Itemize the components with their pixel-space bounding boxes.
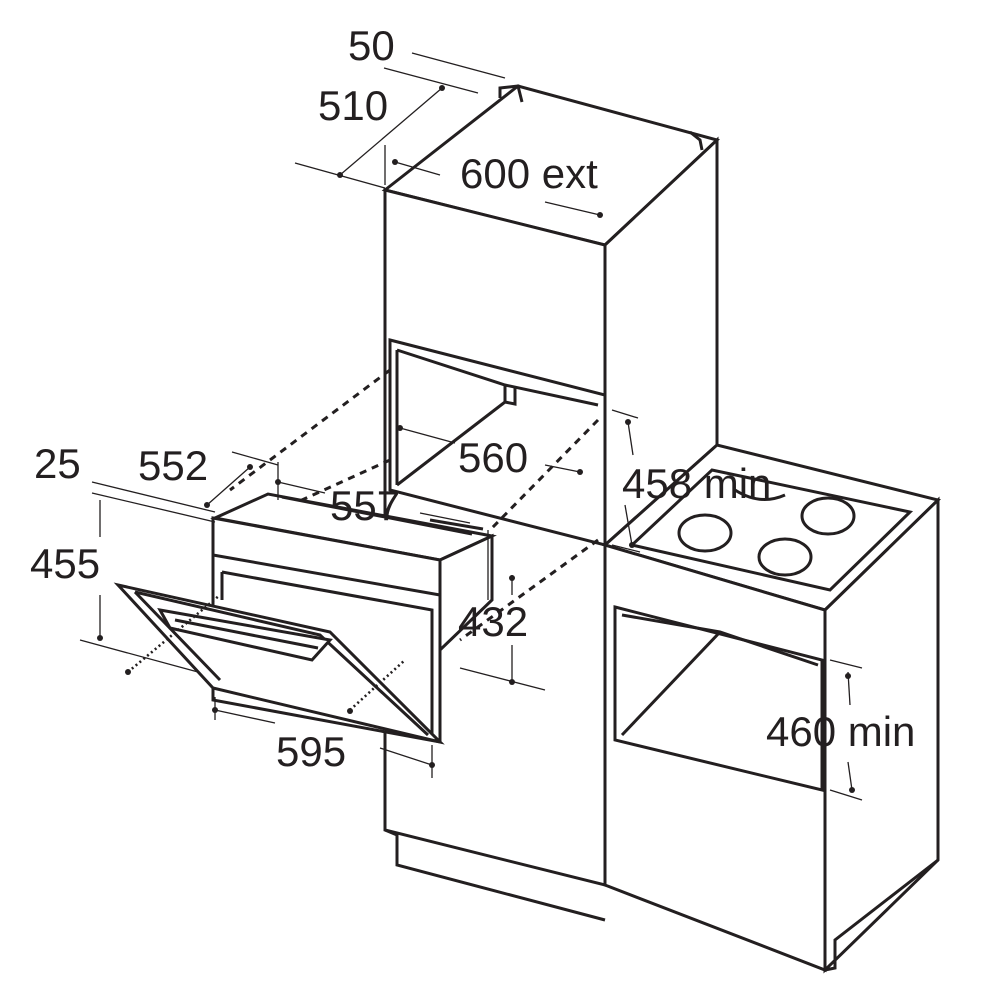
dim-niche-width: 560 [458,434,528,481]
insertion-guides [229,368,600,642]
oven-unit [113,492,497,745]
fixing-lines [125,594,406,714]
hob-zone [734,488,786,501]
base-cabinet [601,443,941,974]
dim-oven-body-depth: 552 [138,442,208,489]
dim-top-gap: 50 [348,22,395,69]
dim-oven-height: 455 [30,540,100,587]
dim-niche-height: 458 min [622,460,771,507]
dimension-lines [79,52,863,801]
dim-cabinet-depth: 510 [318,82,388,129]
hob-zone [757,537,813,577]
hob [628,468,914,592]
dim-oven-body-width: 557 [330,482,400,529]
dim-oven-bezel: 25 [34,440,81,487]
dim-oven-front-width: 595 [276,728,346,775]
dim-cabinet-width: 600 ext [460,150,598,197]
hob-zone [677,513,733,553]
dim-under-counter-height: 460 min [766,708,915,755]
dim-oven-body-height: 432 [458,598,528,645]
dimension-labels: 50 510 600 ext 560 458 min 25 552 557 45… [30,22,915,775]
hob-zone [800,496,856,536]
